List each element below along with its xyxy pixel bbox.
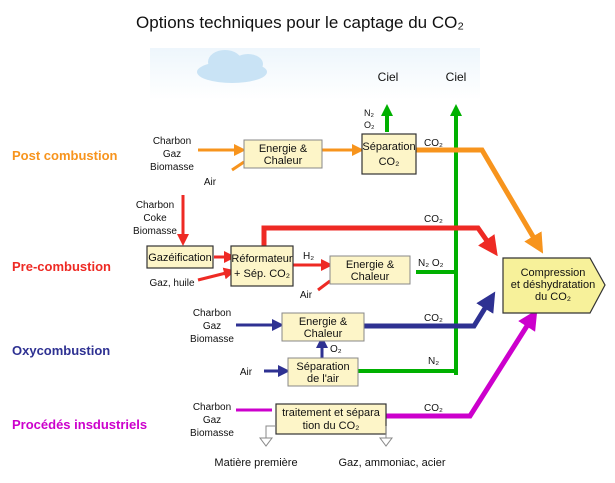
svg-text:Gaz: Gaz (203, 415, 221, 426)
pre-flows (177, 195, 333, 292)
svg-text:du CO₂: du CO₂ (535, 291, 571, 303)
post-co2-flow (414, 147, 544, 254)
svg-text:Séparation: Séparation (362, 141, 415, 153)
indus-fuels: Charbon Gaz Biomasse (190, 402, 234, 439)
box-gazeification: Gazéification (146, 245, 214, 269)
svg-text:Compression: Compression (521, 267, 586, 279)
n2-label: N₂ (428, 356, 439, 367)
post-flows (198, 144, 364, 172)
oxy-co2-flow (364, 291, 496, 329)
post-vent-label: N₂ O₂ (364, 108, 375, 130)
svg-text:Chaleur: Chaleur (264, 155, 303, 167)
svg-text:Energie &: Energie & (299, 316, 348, 328)
bottom-connectors (259, 425, 393, 447)
label-pre-combustion: Pre-combustion (12, 259, 111, 274)
box-reformateur: Réformateur + Sép. CO₂ (230, 245, 294, 287)
cloud-icon (197, 50, 267, 83)
oxy-co2-label: CO₂ (424, 313, 443, 324)
oxy-flows (236, 319, 328, 377)
pre-air-label: Air (300, 290, 313, 301)
svg-text:N₂: N₂ (364, 108, 374, 118)
vent-flows (358, 104, 462, 375)
n2-o2-label: N₂ O₂ (418, 258, 444, 269)
diagram-title: Options techniques pour le captage du CO… (136, 13, 464, 32)
svg-text:traitement et sépara: traitement et sépara (282, 407, 381, 419)
svg-text:CO₂: CO₂ (379, 156, 400, 168)
box-compression: Compression et déshydratation du CO₂ (502, 257, 606, 314)
post-co2-label: CO₂ (424, 138, 443, 149)
svg-text:Chaleur: Chaleur (304, 328, 343, 340)
svg-text:Energie &: Energie & (259, 143, 308, 155)
box-energie-post: Energie & Chaleur (243, 139, 323, 169)
indus-co2-label: CO₂ (424, 403, 443, 414)
label-post-combustion: Post combustion (12, 148, 118, 163)
pre-co2-label: CO₂ (424, 214, 443, 225)
svg-text:+ Sép. CO₂: + Sép. CO₂ (234, 268, 290, 280)
svg-text:Gaz: Gaz (163, 149, 181, 160)
svg-text:Gazéification: Gazéification (148, 252, 212, 264)
box-energie-pre: Energie & Chaleur (329, 255, 411, 285)
svg-text:Biomasse: Biomasse (190, 428, 234, 439)
label-procedes-industriels: Procédés insdustriels (12, 417, 147, 432)
svg-text:Réformateur: Réformateur (231, 253, 292, 265)
svg-text:Charbon: Charbon (193, 402, 231, 413)
indus-co2-flow (386, 309, 538, 419)
post-fuels: Charbon Gaz Biomasse (150, 136, 194, 173)
box-energie-oxy: Energie & Chaleur (281, 312, 365, 342)
sky-label-right: Ciel (446, 70, 467, 84)
svg-text:Biomasse: Biomasse (150, 162, 194, 173)
h2-label: H₂ (303, 251, 314, 262)
svg-text:Gaz: Gaz (203, 321, 221, 332)
oxy-air-label: Air (240, 367, 253, 378)
post-air-label: Air (204, 177, 217, 188)
svg-text:Charbon: Charbon (153, 136, 191, 147)
svg-text:Biomasse: Biomasse (133, 226, 177, 237)
svg-text:de l'air: de l'air (307, 373, 339, 385)
box-traitement: traitement et sépara tion du CO₂ (275, 403, 387, 435)
svg-text:O₂: O₂ (364, 120, 375, 130)
oxy-fuels: Charbon Gaz Biomasse (190, 308, 234, 345)
svg-text:Charbon: Charbon (193, 308, 231, 319)
label-oxycombustion: Oxycombustion (12, 343, 110, 358)
svg-text:Chaleur: Chaleur (351, 271, 390, 283)
sky-label-left: Ciel (378, 70, 399, 84)
box-separation-co2: Séparation CO₂ (361, 133, 417, 175)
svg-text:Séparation: Séparation (296, 361, 349, 373)
matiere-premiere-label: Matière première (214, 457, 297, 469)
box-separation-air: Séparation de l'air (287, 357, 359, 387)
svg-text:tion du CO₂: tion du CO₂ (303, 420, 360, 432)
svg-text:Coke: Coke (143, 213, 167, 224)
svg-text:Charbon: Charbon (136, 200, 174, 211)
svg-text:Biomasse: Biomasse (190, 334, 234, 345)
pre-fuels: Charbon Coke Biomasse (133, 200, 177, 237)
outputs-label: Gaz, ammoniac, acier (339, 457, 446, 469)
svg-text:Energie &: Energie & (346, 259, 395, 271)
pre-co2-flow (261, 225, 498, 257)
o2-label: O₂ (330, 344, 342, 355)
pre-gas-label: Gaz, huile (149, 278, 194, 289)
svg-text:et déshydratation: et déshydratation (511, 279, 595, 291)
